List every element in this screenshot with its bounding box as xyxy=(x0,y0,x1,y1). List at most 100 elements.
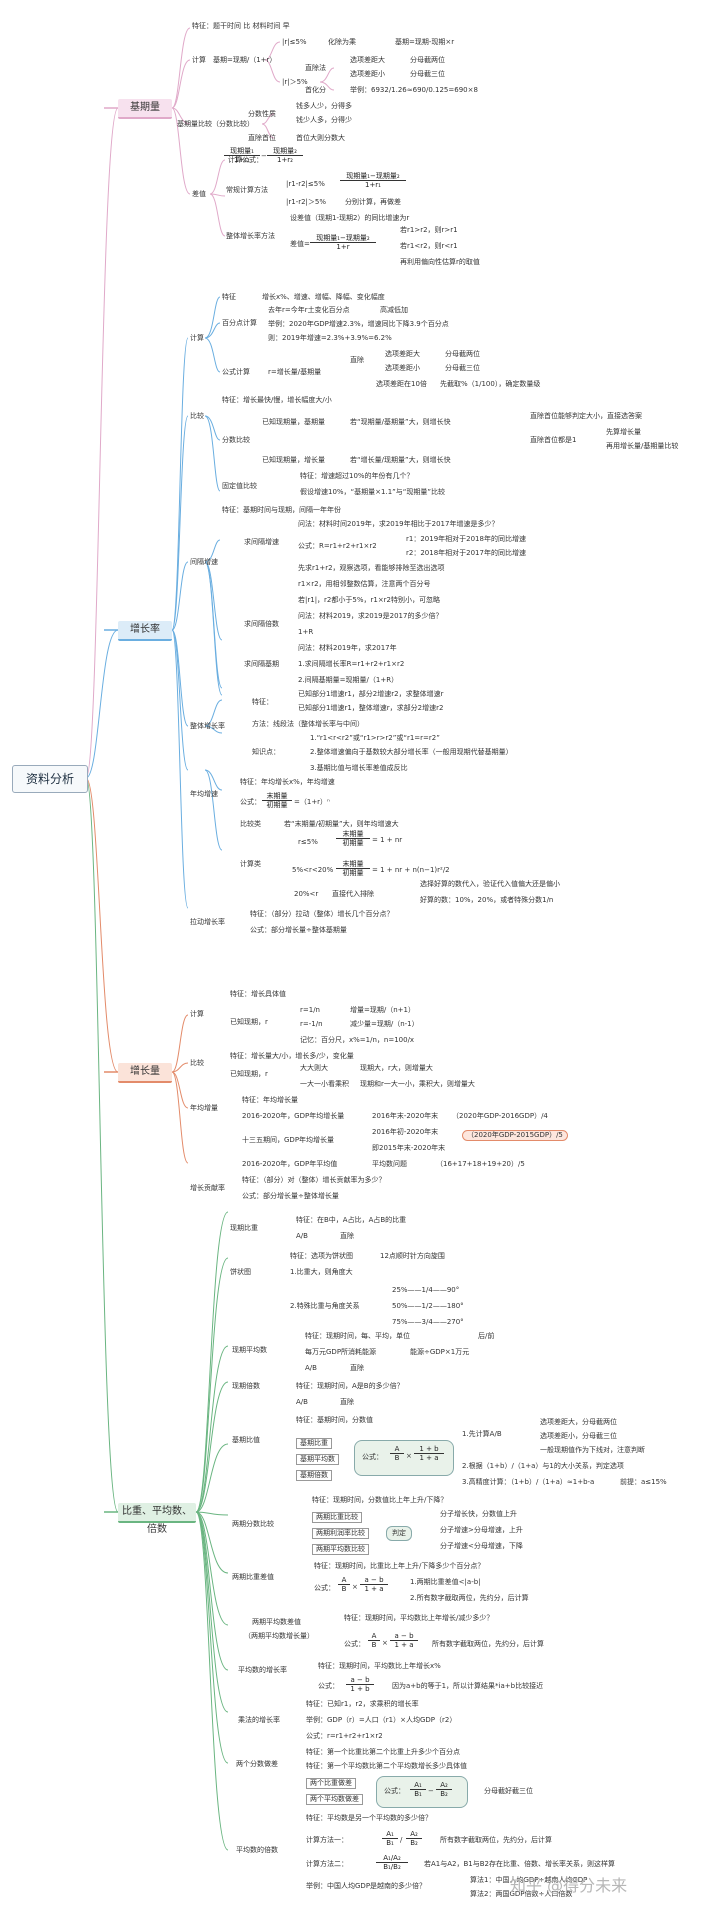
zzl-bfd: 百分点计算 xyxy=(222,319,257,327)
bz-lq2: 两期比重比较 xyxy=(312,1512,362,1523)
jiqi-change: 常规计算方法 xyxy=(226,186,268,194)
zzl-frac-n5: 末期量初期量 xyxy=(336,830,370,847)
bz-pd: 判定 xyxy=(386,1526,412,1541)
zzlg-g2: 公式：部分增长量÷整体增长量 xyxy=(242,1192,339,1200)
bz-cf: 乘法的增长率 xyxy=(238,1716,280,1724)
zzl-zc2b: 分母截三位 xyxy=(445,364,480,372)
zzlg-n4: 2016-2020年，GDP年平均值 xyxy=(242,1160,338,1168)
bz-pb4a: 算法1：中国人均GDP÷越南人均GDP xyxy=(470,1876,588,1884)
bz-pz1: 特征：现期时间，平均数比上年增长x% xyxy=(318,1662,441,1670)
bz-lqpj2: （两期平均数增长量） xyxy=(244,1632,314,1640)
zzl-q7: 若|r1|，r2都小于5%，r1×r2特别小，可忽略 xyxy=(298,596,441,604)
zzlg-nj: 年均增量 xyxy=(190,1104,218,1112)
jiqi-whole: 整体增长率方法 xyxy=(226,232,275,240)
bz-xqpj: 现期平均数 xyxy=(232,1346,267,1354)
zzlg-c5: 记忆：百分尺，x%=1/n，n=100/x xyxy=(300,1036,415,1044)
bz-p1: 特征：现期时间，每、平均，单位 xyxy=(305,1332,410,1340)
jiqi-calc-gs: 计算公式： xyxy=(228,156,263,164)
zzl-n9: 好算的数：10%，20%，或者特殊分数1/n xyxy=(420,896,554,904)
bz-xqbz: 现期比重 xyxy=(230,1224,258,1232)
bz-cf1: 特征：已知r1，r2，求乘积的增长率 xyxy=(306,1700,419,1708)
jiqi-chazhi: 差值 xyxy=(192,190,206,198)
zzlg-n4c: （16+17+18+19+20）/5 xyxy=(436,1160,525,1168)
zzl-zr: 再用增长量/基期量比较 xyxy=(606,442,679,450)
zzl-n8: 选择好算的数代入，验证代入值偏大还是偏小 xyxy=(420,880,560,888)
bz-lq4: 两期平均数比较 xyxy=(312,1544,369,1555)
zzlg-n4b: 平均数问题 xyxy=(372,1160,407,1168)
section-zengzhangliang: 增长量 xyxy=(118,1063,172,1083)
bz-b2: 1.比重大，则角度大 xyxy=(290,1268,353,1276)
zzlg-cmp: 比较 xyxy=(190,1059,204,1067)
bz-jqbz: 基期比值 xyxy=(232,1436,260,1444)
zzl-qb1: 问法：材料2019，求2019是2017的多少倍？ xyxy=(298,612,443,620)
zzl-known1b: 若“现期量/基期量”大，则增长快 xyxy=(350,418,451,426)
zzl-zt3b: 2.整体增速偏向于基数较大部分增长率（一般用现期代替基期量） xyxy=(310,748,513,756)
bz-x2: A/B xyxy=(296,1232,308,1240)
bz-pd3: 分子增速<分母增速，下降 xyxy=(440,1542,523,1550)
section-zengzhanglv: 增长率 xyxy=(118,621,172,641)
jiqi-w2: 差值= xyxy=(290,240,310,248)
zzl-gs: 公式计算 xyxy=(222,368,250,376)
section-bizhong: 比重、平均数、倍数 xyxy=(118,1503,196,1535)
zzl-b2: 举例：2020年GDP增速2.3%，增速同比下降3.9个百分点 xyxy=(268,320,449,328)
bz-x2b: 直除 xyxy=(340,1232,354,1240)
zzl-feat: 特征 xyxy=(222,293,236,301)
bz-lp2: 公式： xyxy=(344,1640,365,1648)
bz-b3a: 25%——1/4——90° xyxy=(392,1286,460,1294)
bz-cf2: 举例：GDP（r）=人口（r1）×人均GDP（r2） xyxy=(306,1716,457,1724)
zzl-zt1: 特征： xyxy=(252,698,273,706)
zzl-frac-n: 末期量初期量 xyxy=(262,792,292,809)
zzl-xmzz: 先算增长量 xyxy=(606,428,641,436)
zzlg-gx: 增长贡献率 xyxy=(190,1184,225,1192)
bz-lb2: 公式： xyxy=(314,1584,335,1592)
jiqi-r5b: |r|＞5% xyxy=(282,78,308,86)
zzl-n3b: 若“末期量/初期量”大，则年均增速大 xyxy=(284,820,399,828)
bz-lqpj: 两期平均数差值 xyxy=(252,1618,301,1626)
zzlg-m3b: 现期大，r大，则增量大 xyxy=(360,1064,433,1072)
zzlg-m2: 已知现期，r xyxy=(230,1070,268,1078)
zzl-zt2: 方法：线段法（整体增长率与中间） xyxy=(252,720,364,728)
bz-lg1: 特征：第一个比重比第二个比重上升多少个百分点 xyxy=(306,1748,460,1756)
jiqi-shou: 首化分 xyxy=(305,86,326,94)
zzl-qj3: 2.间隔基期量=现期量/（1+R） xyxy=(298,676,399,684)
bz-pd1: 分子增长快，分数值上升 xyxy=(440,1510,517,1518)
bz-b1: 特征：选项为饼状图 xyxy=(290,1252,353,1260)
bz-xqbs: 现期倍数 xyxy=(232,1382,260,1390)
zzlg-n3b: 2016年初-2020年末 xyxy=(372,1128,439,1136)
zzl-calc: 计算 xyxy=(190,334,204,342)
zzl-jfeat: 特征：基期时间与现期，间隔一年年份 xyxy=(222,506,341,514)
jiqi-z2: 选项差距小 xyxy=(350,70,385,78)
bz-cf3: 公式：r=r1+r2+r1×r2 xyxy=(306,1732,383,1740)
bz-lgfs: 两个分数做差 xyxy=(236,1760,278,1768)
jiqi-c2: |r1-r2|＞5% xyxy=(286,198,327,206)
bz-pb1: 特征：平均数是另一个平均数的多少倍？ xyxy=(306,1814,432,1822)
times-sign: × xyxy=(352,1583,358,1591)
zzl-b1b: 高减低加 xyxy=(380,306,408,314)
bz-jqpj: 基期平均数 xyxy=(296,1454,339,1465)
bz-lqbz: 两期比重差值 xyxy=(232,1573,274,1581)
zzlg-n1: 特征：年均增长量 xyxy=(242,1096,298,1104)
zzl-fenshu: 分数比较 xyxy=(222,436,250,444)
bz-b3c: 75%——3/4——270° xyxy=(392,1318,464,1326)
zzl-b1: 去年r=今年r土变化百分点 xyxy=(268,306,350,314)
zzl-known1: 已知现期量，基期量 xyxy=(262,418,325,426)
zzlg-c3b: 增量=现期/（n+1） xyxy=(350,1006,415,1014)
zzl-gdzbj: 固定值比较 xyxy=(222,482,257,490)
zzlg-n2c: （2020年GDP-2016GDP）/4 xyxy=(452,1112,548,1120)
zzl-jgzs: 间隔增速 xyxy=(190,558,218,566)
zzlg-c3: r=1/n xyxy=(300,1006,320,1014)
zzlg-n2: 2016-2020年，GDP年均增长量 xyxy=(242,1112,345,1120)
jiqi-calc: 计算 xyxy=(192,56,206,64)
bz-p3b: 直除 xyxy=(350,1364,364,1372)
bz-jqbs: 基期倍数 xyxy=(296,1470,332,1481)
bz-lg2: 特征：第一个平均数比第二个平均数增长多少具体值 xyxy=(306,1762,467,1770)
zzl-zt3c: 3.基期比值与增长率差值成反比 xyxy=(310,764,408,772)
bz-bzt: 饼状图 xyxy=(230,1268,251,1276)
zzl-n2: 公式： xyxy=(240,798,261,806)
